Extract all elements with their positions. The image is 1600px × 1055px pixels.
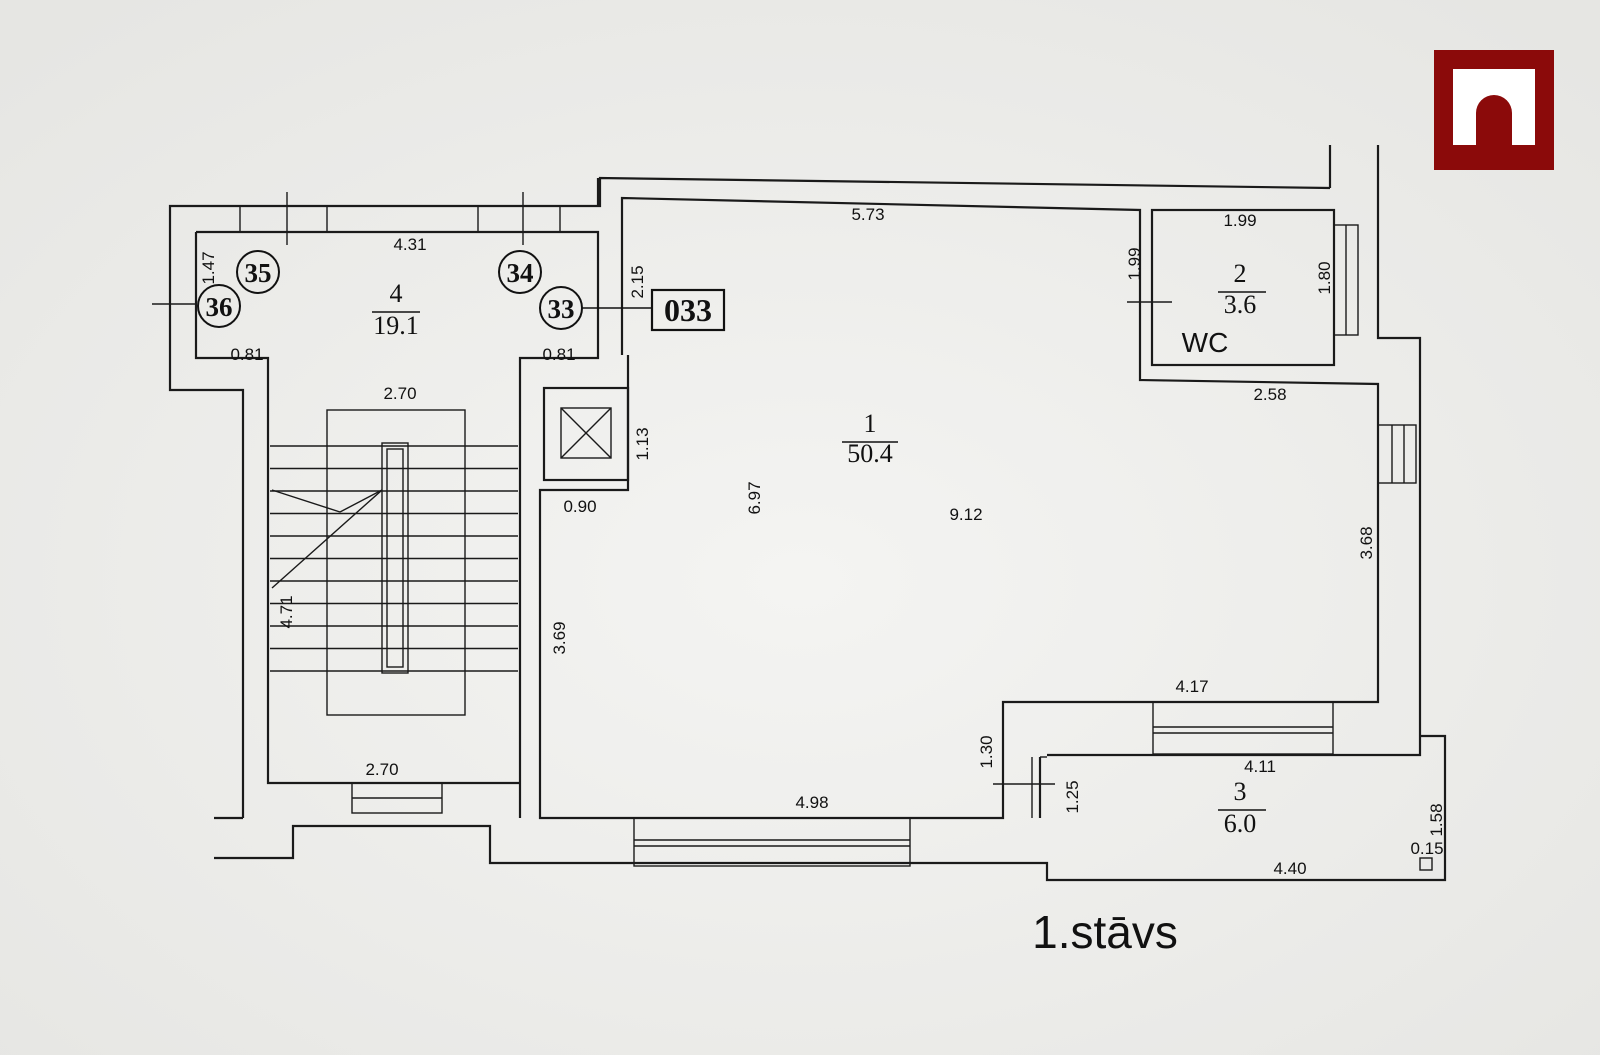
svg-text:35: 35 [245,258,272,288]
unit-marker-33: 33 [539,286,652,330]
room-3-area: 6.0 [1224,809,1257,838]
dim-4-31: 4.31 [393,235,426,254]
dim-0-90: 0.90 [563,497,596,516]
floor-label: 1.stāvs [1032,906,1178,958]
dim-4-71: 4.71 [277,595,296,628]
dim-5-73: 5.73 [851,205,884,224]
svg-text:33: 33 [548,294,575,324]
dim-4-40: 4.40 [1273,859,1306,878]
dim-0-15: 0.15 [1410,839,1443,858]
dim-6-97: 6.97 [745,481,764,514]
svg-text:34: 34 [507,258,534,288]
house-logo [1434,50,1554,170]
dim-1-99-top: 1.99 [1223,211,1256,230]
svg-text:033: 033 [664,292,712,328]
dim-0-81-left: 0.81 [230,345,263,364]
unit-marker-34: 34 [498,250,542,294]
dim-1-47: 1.47 [199,251,218,284]
room-4-area: 19.1 [373,311,419,340]
dim-9-12: 9.12 [949,505,982,524]
dim-3-69: 3.69 [550,621,569,654]
stair-hall-walls [152,176,1331,820]
dim-1-25: 1.25 [1063,780,1082,813]
dim-1-30: 1.30 [977,735,996,768]
dim-1-13: 1.13 [633,427,652,460]
dim-2-58: 2.58 [1253,385,1286,404]
apartment-number-box: 033 [650,288,726,332]
dim-4-98: 4.98 [795,793,828,812]
room-4-label: 4 19.1 [372,279,420,340]
room-3-number: 3 [1234,777,1247,806]
main-room-walls [214,145,1447,882]
room-1-number: 1 [864,409,877,438]
dim-0-81-right: 0.81 [542,345,575,364]
dim-2-15: 2.15 [628,265,647,298]
room-2-number: 2 [1234,259,1247,288]
room-2-area: 3.6 [1224,290,1257,319]
dim-2-70-bottom: 2.70 [365,760,398,779]
unit-marker-36: 36 [197,284,241,328]
dim-1-80: 1.80 [1315,261,1334,294]
dim-4-17: 4.17 [1175,677,1208,696]
room-4-number: 4 [390,279,403,308]
dim-1-99-side: 1.99 [1125,247,1144,280]
room-2-label: 2 3.6 WC [1182,259,1266,358]
staircase [270,409,518,716]
dim-3-68: 3.68 [1357,526,1376,559]
unit-marker-35: 35 [236,250,280,294]
room-1-label: 1 50.4 [842,409,898,468]
dim-2-70-top: 2.70 [383,384,416,403]
svg-text:36: 36 [206,292,233,322]
dimension-labels: 5.73 1.99 1.99 1.80 2.58 4.31 1.47 2.15 … [199,205,1446,878]
room-3-label: 3 6.0 [1218,777,1266,838]
dim-1-58: 1.58 [1427,803,1446,836]
dim-4-11: 4.11 [1244,757,1276,776]
room-2-wc-label: WC [1182,327,1229,358]
room-1-area: 50.4 [847,439,893,468]
